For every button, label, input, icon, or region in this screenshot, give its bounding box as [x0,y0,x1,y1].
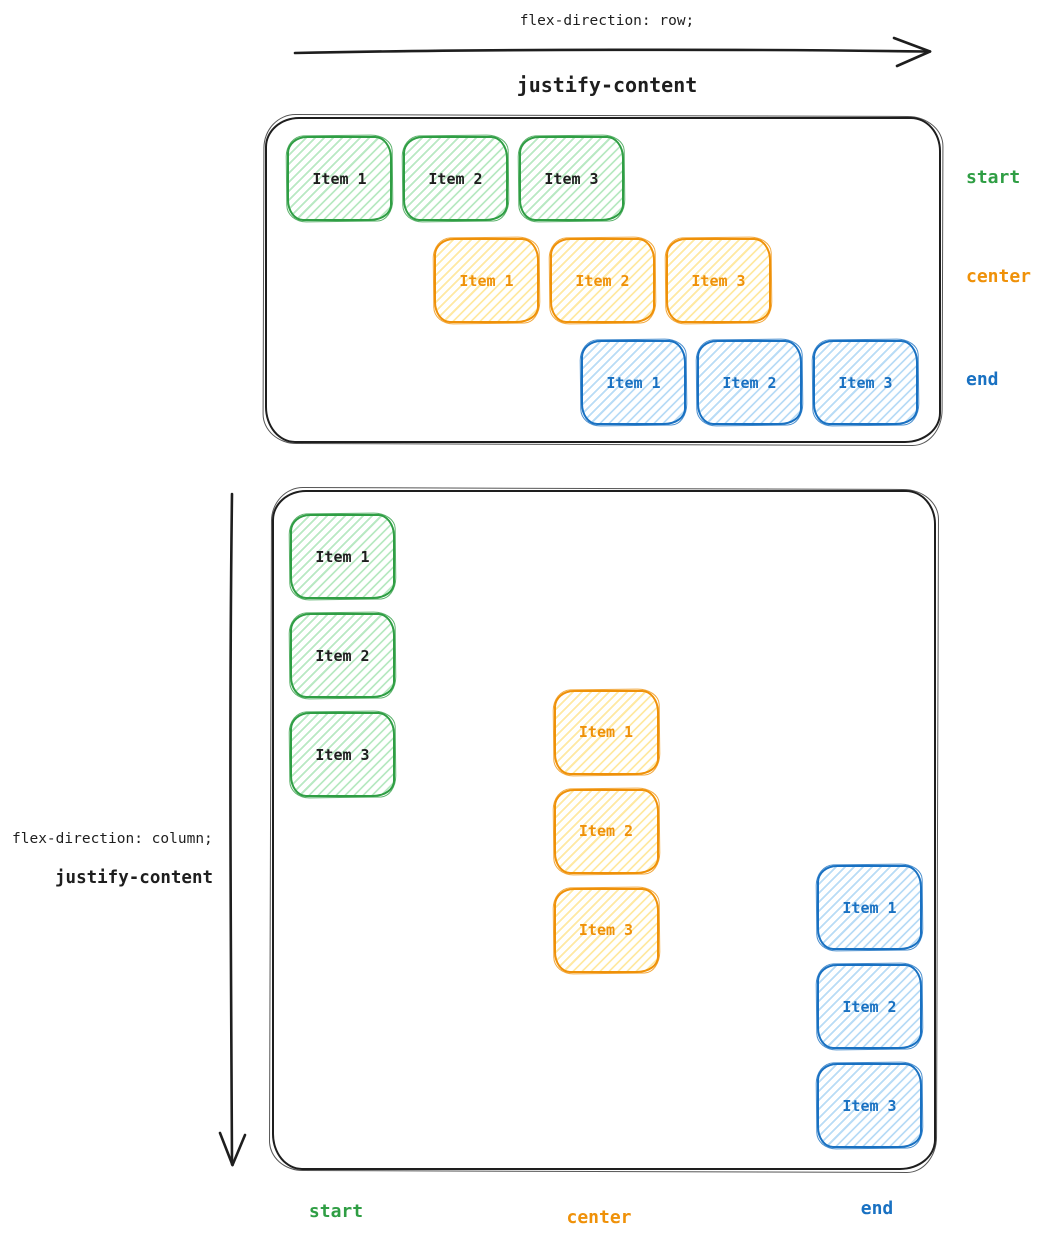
flex-item: Item 3 [553,887,659,973]
column-flex-container: Item 1 Item 2 Item 3 Item 1 Item 2 Item … [272,490,936,1170]
column-property-label: justify-content [55,868,214,888]
row-start-label: start [966,167,1021,188]
row-axis-arrow-icon [293,36,932,68]
flex-item: Item 1 [434,238,539,323]
flex-item: Item 1 [581,340,686,425]
flex-item: Item 2 [550,238,655,323]
flex-item: Item 3 [817,1063,922,1148]
justify-end-column: Item 1 Item 2 Item 3 [817,514,922,1148]
flex-item: Item 2 [553,788,659,874]
column-flex-inner: Item 1 Item 2 Item 3 Item 1 Item 2 Item … [290,514,922,1148]
justify-start-row: Item 1 Item 2 Item 3 [287,136,918,221]
flex-item: Item 3 [813,340,918,425]
flex-item: Item 1 [290,514,395,599]
flex-item: Item 2 [817,964,922,1049]
justify-center-row: Item 1 Item 2 Item 3 [287,238,918,323]
flex-item: Item 2 [697,340,802,425]
row-property-label: justify-content [516,73,698,97]
justify-start-column: Item 1 Item 2 Item 3 [290,514,395,1148]
flex-item: Item 1 [553,689,659,775]
justify-end-row: Item 1 Item 2 Item 3 [287,340,918,425]
column-center-label: center [566,1207,632,1228]
row-end-label: end [966,369,999,390]
flex-item: Item 1 [287,136,392,221]
flex-item: Item 1 [817,865,922,950]
flex-item: Item 2 [403,136,508,221]
flex-item: Item 3 [666,238,771,323]
flex-item: Item 2 [290,613,395,698]
flex-item: Item 3 [290,712,395,797]
column-start-label: start [308,1201,364,1222]
row-direction-label: flex-direction: row; [519,13,695,29]
row-flex-container: Item 1 Item 2 Item 3 Item 1 Item 2 Item … [265,117,941,443]
justify-center-column: Item 1 Item 2 Item 3 [553,514,659,1148]
column-end-label: end [860,1198,894,1219]
column-axis-arrow-icon [218,492,247,1167]
row-center-label: center [966,266,1032,287]
column-direction-label: flex-direction: column; [12,831,213,847]
flex-item: Item 3 [519,136,624,221]
